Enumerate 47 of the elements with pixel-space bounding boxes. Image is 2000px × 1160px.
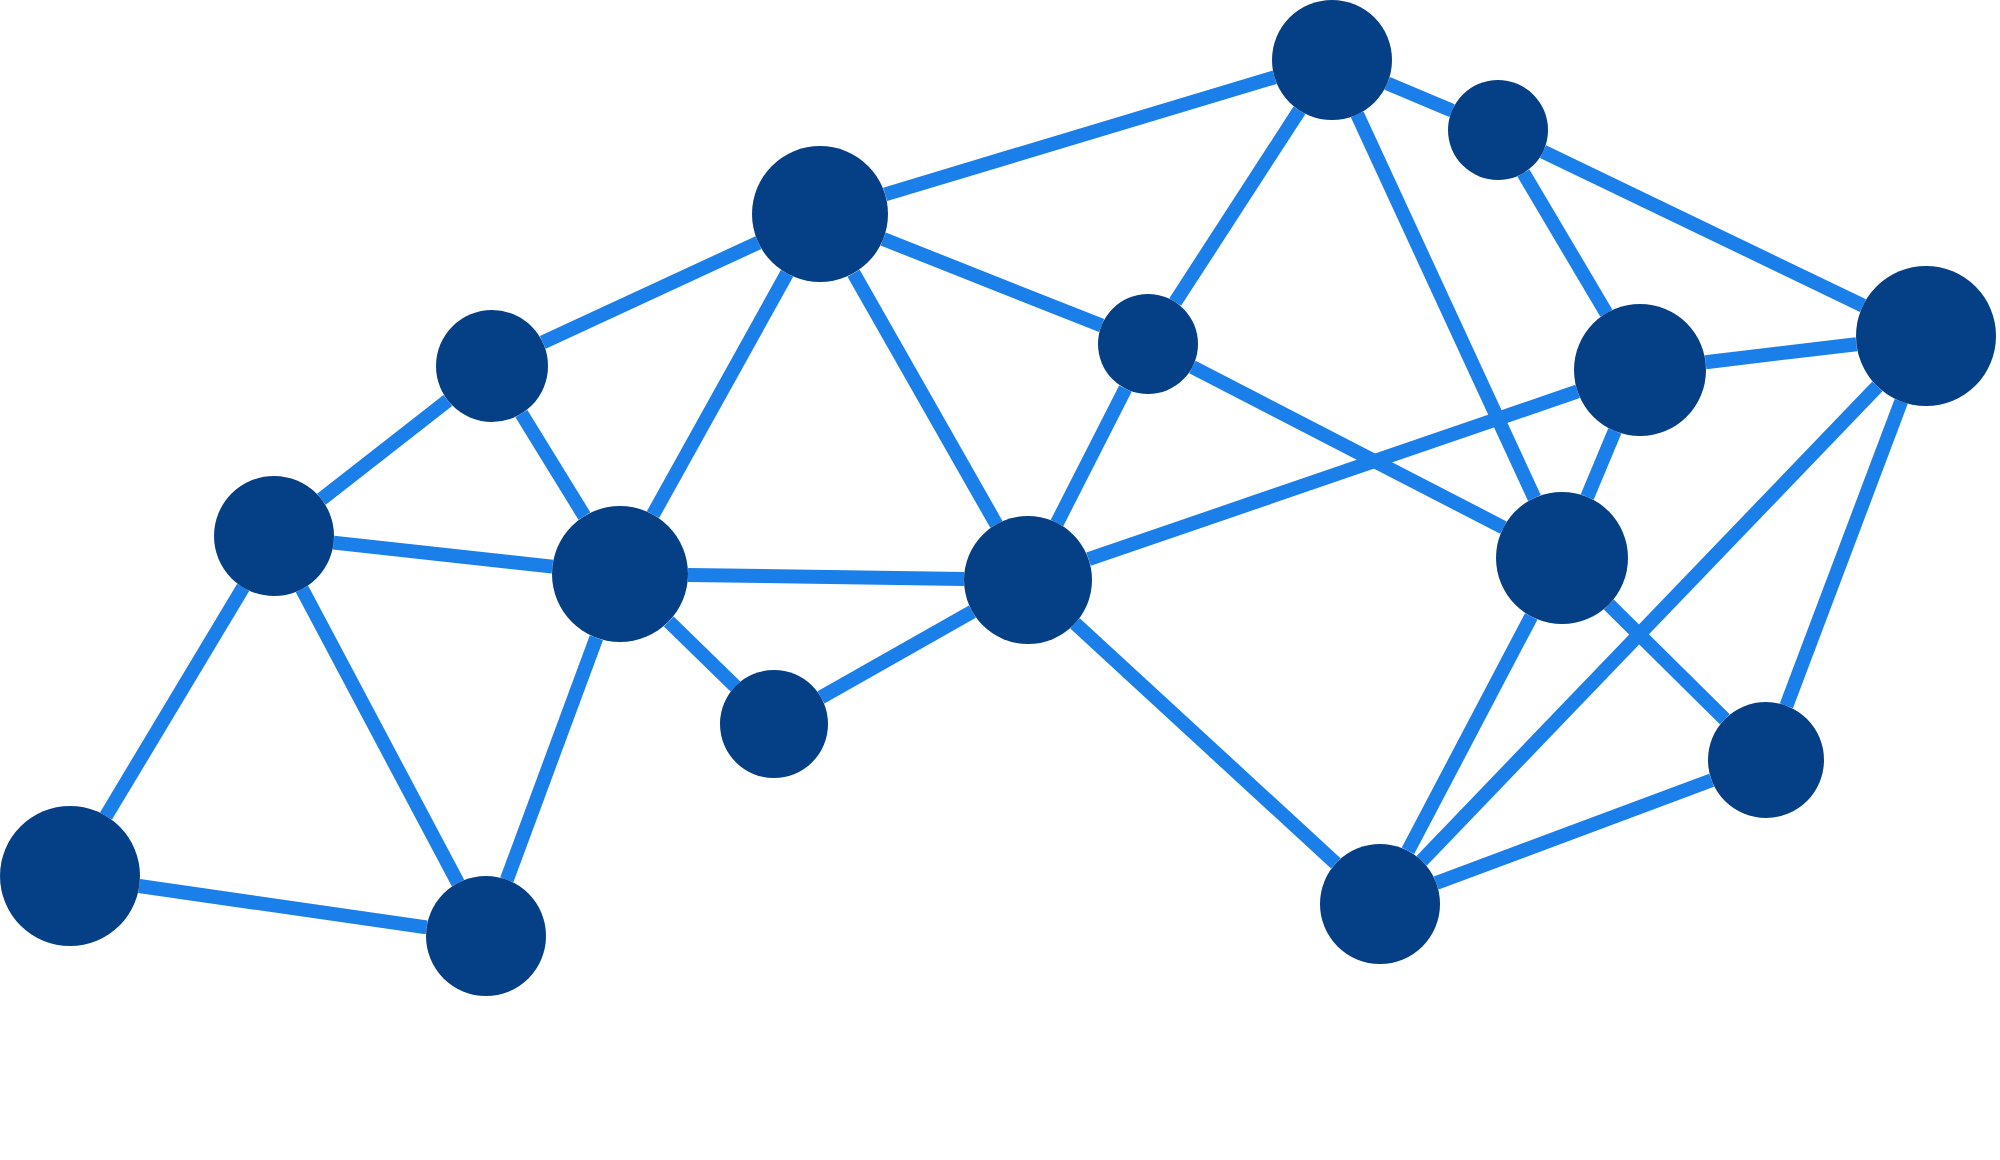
connector-line (295, 585, 465, 887)
node-circle (1496, 492, 1628, 624)
node-circle (720, 670, 828, 778)
connector-line (817, 605, 976, 704)
connector-line (317, 394, 453, 505)
connector-line (1779, 398, 1908, 709)
node-circle (1098, 294, 1198, 394)
connector-line (1086, 384, 1580, 566)
connector-line (100, 583, 250, 820)
node-circle (1448, 80, 1548, 180)
node-circle (552, 506, 688, 642)
connector-line (883, 70, 1277, 202)
connector-line (138, 879, 428, 935)
connector-line (1580, 428, 1622, 500)
connector-line (1433, 773, 1715, 890)
connector-line (1704, 337, 1858, 370)
connector-line (1517, 169, 1613, 317)
connector-line (880, 232, 1105, 333)
connector-line (515, 409, 591, 520)
connector-line (500, 635, 603, 883)
connector-line (1169, 106, 1306, 306)
connector-line (687, 568, 965, 586)
node-circle (0, 806, 140, 946)
node-circle (436, 310, 548, 422)
node-circle (1574, 304, 1706, 436)
node-circle (1320, 844, 1440, 964)
connector-line (1350, 111, 1541, 501)
node-circle (426, 876, 546, 996)
node-circle (1708, 702, 1824, 818)
node-circle (214, 476, 334, 596)
connector-line (663, 616, 741, 692)
node-circle (1272, 0, 1392, 120)
node-circle (1856, 266, 1996, 406)
connector-line (1050, 385, 1132, 527)
connector-line (539, 236, 762, 349)
connector-line (1189, 360, 1507, 534)
node-circle (752, 146, 888, 282)
connector-line (332, 535, 554, 574)
connector-line (1384, 76, 1455, 118)
node-circle (964, 516, 1092, 644)
connector-line (1416, 381, 1883, 866)
connector-line (1539, 145, 1867, 312)
connector-line (1603, 599, 1730, 725)
connector-line (1401, 613, 1538, 855)
connector-line (646, 270, 794, 518)
connector-line (847, 269, 1003, 528)
connector-line (1070, 618, 1341, 869)
